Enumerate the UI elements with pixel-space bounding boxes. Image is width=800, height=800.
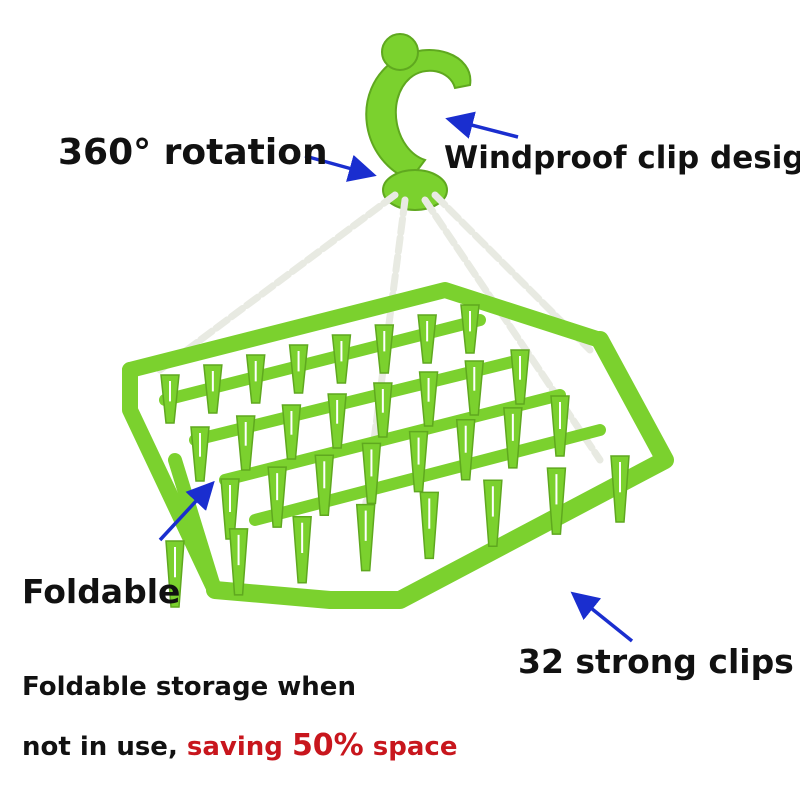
note-percent: 50%: [291, 728, 364, 763]
note-suffix: space: [363, 732, 458, 762]
arrow-icon: [445, 111, 519, 139]
rotation-label: 360° rotation: [58, 132, 328, 173]
foldable-label: Foldable: [22, 572, 181, 611]
clips: [160, 304, 630, 608]
arrow-icon: [158, 480, 215, 542]
note-highlight: saving: [186, 732, 292, 762]
hook-icon: [365, 33, 472, 211]
clips-label: 32 strong clips: [518, 642, 794, 681]
note-prefix: not in use,: [22, 732, 187, 762]
arrows: [158, 111, 634, 643]
windproof-label: Windproof clip design: [444, 140, 800, 176]
storage-note-line-1: Foldable storage when: [22, 672, 356, 702]
arrow-icon: [304, 154, 377, 182]
storage-note-line-2: not in use, saving 50% space: [22, 728, 457, 763]
arrow-icon: [570, 591, 634, 643]
